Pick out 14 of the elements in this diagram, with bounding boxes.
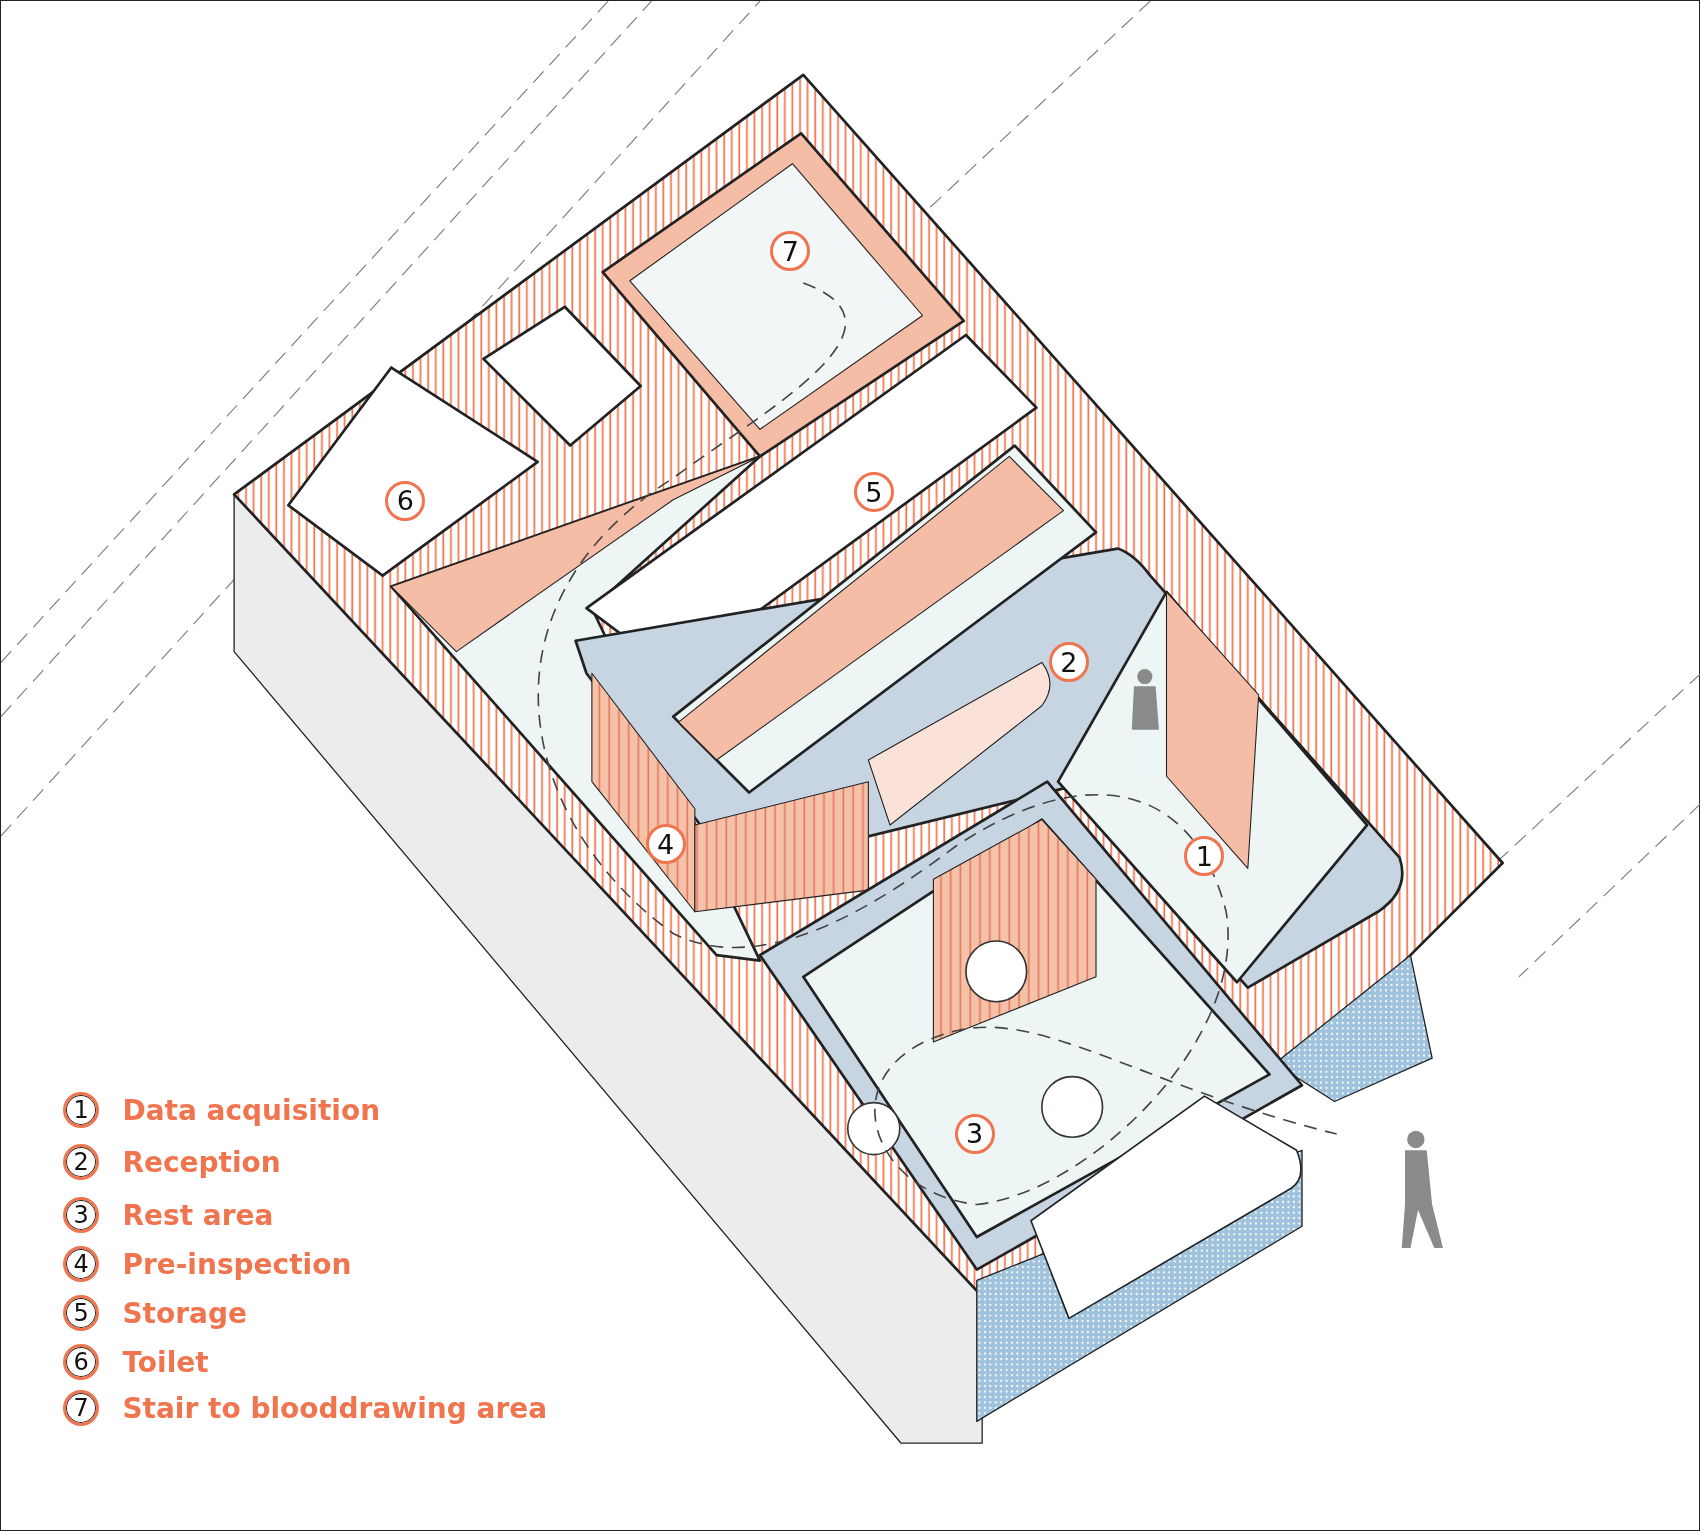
legend-number: 7	[63, 1390, 100, 1427]
legend-text: Stair to blooddrawing area	[122, 1391, 548, 1425]
legend-number: 2	[63, 1144, 100, 1181]
legend-number: 3	[63, 1197, 100, 1234]
legend-number: 5	[63, 1294, 100, 1331]
legend-text: Pre-inspection	[122, 1247, 352, 1281]
legend-text: Rest area	[122, 1198, 274, 1232]
legend-text: Storage	[122, 1296, 247, 1330]
legend-number: 1	[63, 1092, 100, 1129]
legend-number: 4	[63, 1246, 100, 1283]
legend-text: Toilet	[122, 1345, 209, 1379]
legend-text: Data acquisition	[122, 1093, 381, 1127]
legend-number: 6	[63, 1343, 100, 1380]
legend-text: Reception	[122, 1145, 281, 1179]
